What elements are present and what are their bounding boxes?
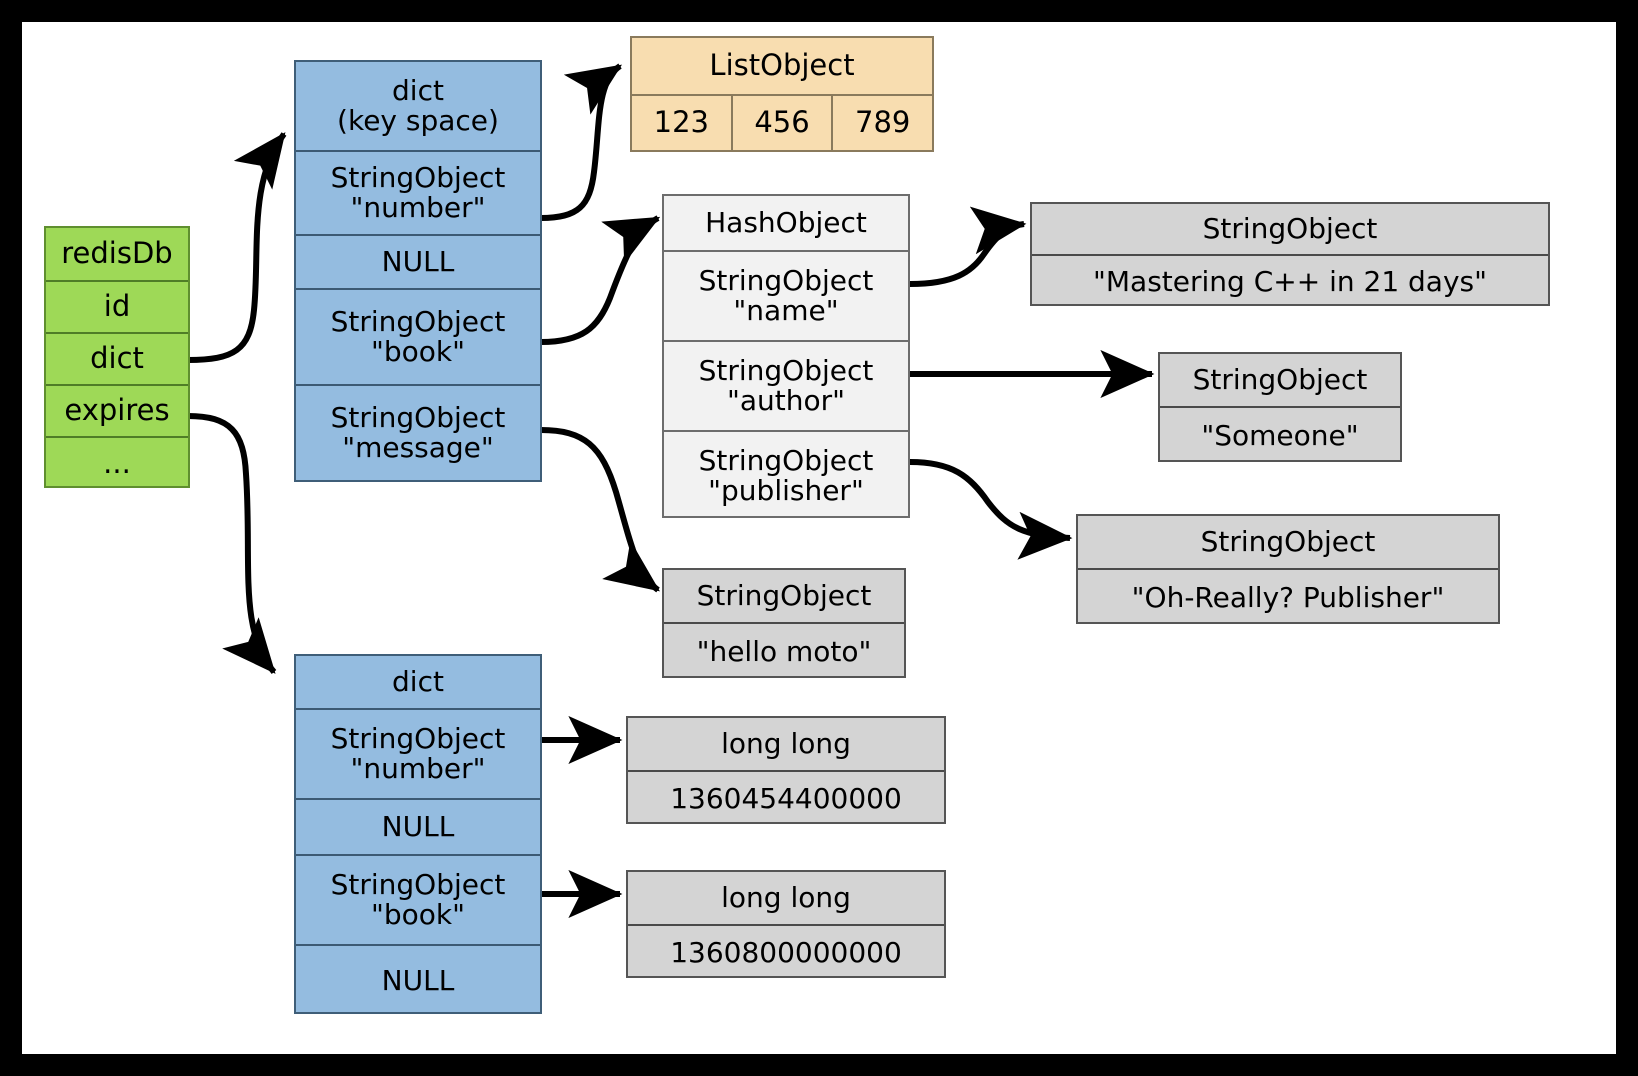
expires-dict-entry-number-key: "number" bbox=[350, 752, 486, 785]
hash-object-field-name-key: "name" bbox=[733, 294, 839, 327]
string-object-message-value: "hello moto" bbox=[664, 622, 904, 680]
keyspace-dict-entry-null-1: NULL bbox=[296, 234, 540, 288]
list-object-cell-0[interactable]: 123 bbox=[653, 105, 710, 140]
redisdb-row-dict[interactable]: dict bbox=[46, 332, 188, 384]
expires-dict-entry-book-type: StringObject bbox=[330, 867, 506, 901]
node-redisdb[interactable]: redisDb id dict expires ... bbox=[44, 226, 190, 488]
redisdb-row-id: id bbox=[46, 280, 188, 332]
keyspace-dict-entry-number-type: StringObject bbox=[330, 160, 506, 194]
string-object-publisher-header: StringObject bbox=[1200, 524, 1376, 558]
edge-message-stringobject bbox=[540, 427, 660, 593]
hash-object-field-author-key: "author" bbox=[726, 384, 845, 417]
keyspace-dict-entry-book-key: "book" bbox=[370, 335, 465, 368]
node-expires-dict[interactable]: dict StringObject "number" NULL StringOb… bbox=[294, 654, 542, 1014]
redisdb-row-expires[interactable]: expires bbox=[46, 384, 188, 436]
longlong-number-header: long long bbox=[721, 726, 851, 760]
expires-dict-entry-null-1: NULL bbox=[296, 798, 540, 854]
keyspace-dict-entry-book-type: StringObject bbox=[330, 304, 506, 338]
edge-redisdb-expires bbox=[187, 413, 277, 674]
node-keyspace-dict[interactable]: dict (key space) StringObject "number" N… bbox=[294, 60, 542, 482]
hash-object-field-name-type: StringObject bbox=[698, 263, 874, 297]
node-longlong-book[interactable]: long long 1360800000000 bbox=[626, 870, 946, 978]
expires-dict-entry-book-key: "book" bbox=[370, 898, 465, 931]
string-object-author-header: StringObject bbox=[1192, 362, 1368, 396]
node-string-object-message[interactable]: StringObject "hello moto" bbox=[662, 568, 906, 678]
keyspace-dict-header-line1: dict bbox=[392, 73, 444, 107]
list-object-header: ListObject bbox=[709, 48, 855, 83]
edge-number-listobject bbox=[540, 63, 622, 221]
node-string-object-name[interactable]: StringObject "Mastering C++ in 21 days" bbox=[1030, 202, 1550, 306]
list-object-cell-2[interactable]: 789 bbox=[831, 96, 932, 150]
string-object-name-value: "Mastering C++ in 21 days" bbox=[1032, 254, 1548, 308]
object-graph-diagram: redisDb id dict expires ... dict (key sp… bbox=[22, 22, 1616, 1054]
keyspace-dict-entry-number-key: "number" bbox=[350, 191, 486, 224]
edge-redisdb-dict bbox=[187, 132, 287, 363]
keyspace-dict-header-line2: (key space) bbox=[337, 104, 499, 137]
diagram-canvas: redisDb id dict expires ... dict (key sp… bbox=[22, 22, 1616, 1054]
hash-object-field-name[interactable]: StringObject "name" bbox=[664, 250, 908, 340]
list-object-cell-1[interactable]: 456 bbox=[730, 96, 832, 150]
keyspace-dict-entry-book[interactable]: StringObject "book" bbox=[296, 288, 540, 384]
hash-object-field-author[interactable]: StringObject "author" bbox=[664, 340, 908, 430]
hash-object-field-author-type: StringObject bbox=[698, 353, 874, 387]
edge-publisher-stringobject bbox=[909, 459, 1073, 560]
string-object-name-header: StringObject bbox=[1202, 211, 1378, 245]
keyspace-dict-entry-message[interactable]: StringObject "message" bbox=[296, 384, 540, 480]
longlong-book-header: long long bbox=[721, 880, 851, 914]
string-object-message-header: StringObject bbox=[696, 578, 872, 612]
expires-dict-entry-book[interactable]: StringObject "book" bbox=[296, 854, 540, 944]
node-hash-object[interactable]: HashObject StringObject "name" StringObj… bbox=[662, 194, 910, 518]
list-object-cells: 123 456 789 bbox=[632, 94, 932, 150]
hash-object-field-publisher-type: StringObject bbox=[698, 443, 874, 477]
node-string-object-author[interactable]: StringObject "Someone" bbox=[1158, 352, 1402, 462]
node-longlong-number[interactable]: long long 1360454400000 bbox=[626, 716, 946, 824]
keyspace-dict-entry-number[interactable]: StringObject "number" bbox=[296, 150, 540, 234]
keyspace-dict-entry-message-key: "message" bbox=[342, 431, 494, 464]
hash-object-header: HashObject bbox=[705, 205, 867, 239]
string-object-publisher-value: "Oh-Really? Publisher" bbox=[1078, 568, 1498, 626]
edge-book-hashobject bbox=[540, 215, 661, 345]
edge-name-stringobject bbox=[909, 206, 1027, 287]
string-object-author-value: "Someone" bbox=[1160, 406, 1400, 464]
keyspace-dict-entry-message-type: StringObject bbox=[330, 400, 506, 434]
redisdb-row-ellipsis: ... bbox=[46, 436, 188, 490]
node-list-object[interactable]: ListObject 123 456 789 bbox=[630, 36, 934, 152]
longlong-number-value: 1360454400000 bbox=[628, 770, 944, 826]
hash-object-field-publisher-key: "publisher" bbox=[708, 474, 864, 507]
node-string-object-publisher[interactable]: StringObject "Oh-Really? Publisher" bbox=[1076, 514, 1500, 624]
redisdb-row-title: redisDb bbox=[61, 236, 173, 271]
expires-dict-entry-number[interactable]: StringObject "number" bbox=[296, 708, 540, 798]
expires-dict-entry-number-type: StringObject bbox=[330, 721, 506, 755]
expires-dict-header: dict bbox=[392, 664, 444, 698]
hash-object-field-publisher[interactable]: StringObject "publisher" bbox=[664, 430, 908, 520]
longlong-book-value: 1360800000000 bbox=[628, 924, 944, 980]
keyspace-dict-header: dict (key space) bbox=[296, 62, 540, 150]
expires-dict-entry-null-2: NULL bbox=[296, 944, 540, 1016]
